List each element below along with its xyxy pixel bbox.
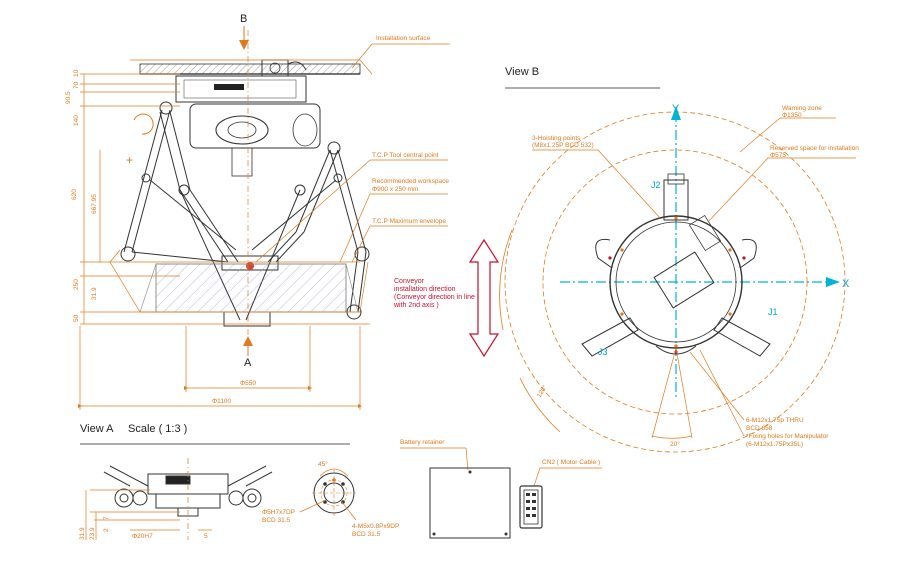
svg-text:140: 140 [73, 115, 80, 126]
tcp-envelope-label: T.C.P Maximum envelope [372, 218, 446, 225]
view-a-scale: Scale ( 1:3 ) [128, 423, 187, 435]
arm-j2 [663, 179, 689, 221]
svg-text:250: 250 [73, 279, 80, 290]
installation-surface-label: Installation surface [376, 35, 431, 42]
connector-box [653, 251, 715, 309]
svg-text:620: 620 [71, 189, 78, 200]
cn2-label: CN2 ( Motor Cable ) [542, 459, 600, 466]
svg-text:90.5: 90.5 [65, 91, 72, 104]
svg-text:10: 10 [73, 69, 80, 77]
angle-45-label: 45° [318, 460, 328, 468]
battery-section: Battery retainer CN2 ( Motor Cable ) [400, 439, 602, 539]
motor-housing [189, 103, 321, 149]
x-axis-arrow-icon [826, 277, 840, 287]
installation-surface-plate [139, 63, 361, 75]
arm-j1 [713, 317, 771, 357]
angle-20-label: 20° [670, 440, 680, 448]
battery-label: Battery retainer [400, 439, 445, 446]
dim-31-9: 31.9 [79, 527, 86, 540]
cn2-connector [519, 485, 543, 529]
robot-base [175, 75, 307, 103]
hoisting-points-spec: (M8x1.25P BCD 532) [532, 142, 594, 149]
dim-550: Φ550 [240, 380, 256, 387]
workspace-size-label: Φ900 x 250 mm [372, 186, 418, 193]
dim-5: 5 [204, 533, 208, 540]
workspace-area [155, 263, 347, 313]
warning-zone-dim: Φ1350 [782, 112, 802, 119]
recommended-workspace-label: Recommended workspace [372, 178, 449, 185]
svg-text:31.9: 31.9 [91, 287, 98, 300]
joint-j3-label: J3 [598, 347, 608, 357]
svg-text:with 2nd axis ): with 2nd axis ) [393, 302, 439, 309]
angle-120-label: 120° [535, 383, 549, 399]
dim-7: 7 [103, 516, 110, 520]
fixing-holes-note: 6-M12x1.75p THRU BCD 658 *Fixing holes f… [746, 417, 829, 448]
svg-text:BCD 658: BCD 658 [746, 425, 773, 432]
view-a-marker: A [244, 357, 252, 369]
view-a: View A Scale ( 1:3 ) 31.9 [79, 423, 399, 540]
svg-text:667.95: 667.95 [91, 194, 98, 214]
warning-zone-label: Warning zone [782, 105, 822, 112]
svg-text:70: 70 [73, 81, 80, 89]
axis-x-label: X [842, 278, 850, 290]
pin-bcd-label: BCD 31.5 [262, 517, 291, 524]
side-view: B A + Installation surface T.C.P Tool ce… [65, 13, 500, 410]
view-a-title: View A [80, 423, 114, 435]
view-a-arrow-icon [243, 336, 253, 346]
conveyor-note: Conveyor installation direction (Conveyo… [393, 278, 475, 309]
arm-j3 [581, 317, 639, 357]
svg-text:*Fixing holes for Manipulator: *Fixing holes for Manipulator [746, 433, 829, 440]
tcp-label: T.C.P Tool central point [372, 152, 439, 159]
dim-2: 2 [103, 528, 110, 532]
battery-retainer [429, 467, 511, 539]
reserved-space-dim: Φ575 [770, 152, 786, 159]
view-b-arrow-icon [239, 40, 249, 50]
y-axis-arrow-icon [671, 106, 681, 120]
view-b: View B Y X [499, 66, 859, 453]
tapped-bcd-label: BCD 31.5 [352, 531, 381, 538]
pin-hole-label: Φ5H7x7DP [262, 509, 295, 516]
dim-bore: Φ20H7 [132, 533, 153, 540]
plus-sign: + [126, 153, 133, 167]
svg-text:Conveyor: Conveyor [394, 278, 425, 285]
reserved-space-label: Reserved space for installation [770, 145, 859, 152]
conveyor-direction-arrow-icon [468, 238, 500, 358]
svg-text:installation direction: installation direction [394, 286, 456, 293]
svg-text:6-M12x1.75p THRU: 6-M12x1.75p THRU [746, 417, 804, 424]
dim-1100: Φ1100 [212, 398, 232, 405]
view-b-marker: B [240, 13, 247, 25]
svg-text:50: 50 [73, 314, 80, 322]
rotation-arrow-icon [133, 113, 154, 135]
side-vertical-dims: 10 70 90.5 140 620 667.95 250 31.9 50 [65, 69, 98, 322]
view-b-title: View B [505, 66, 539, 78]
brand-plate [214, 84, 244, 90]
svg-text:(Conveyor direction in line: (Conveyor direction in line [394, 294, 475, 301]
hoisting-points-label: 3-Hoisting points [532, 135, 581, 142]
svg-text:(6-M12x1.75Px35L): (6-M12x1.75Px35L) [746, 441, 803, 448]
tapped-hole-label: 4-M5x0.8Px9DP [352, 523, 399, 530]
joint-j2-label: J2 [651, 180, 661, 190]
dim-23-9: 23.9 [89, 527, 96, 540]
joint-j1-label: J1 [768, 307, 778, 317]
axis-y-label: Y [672, 103, 680, 115]
